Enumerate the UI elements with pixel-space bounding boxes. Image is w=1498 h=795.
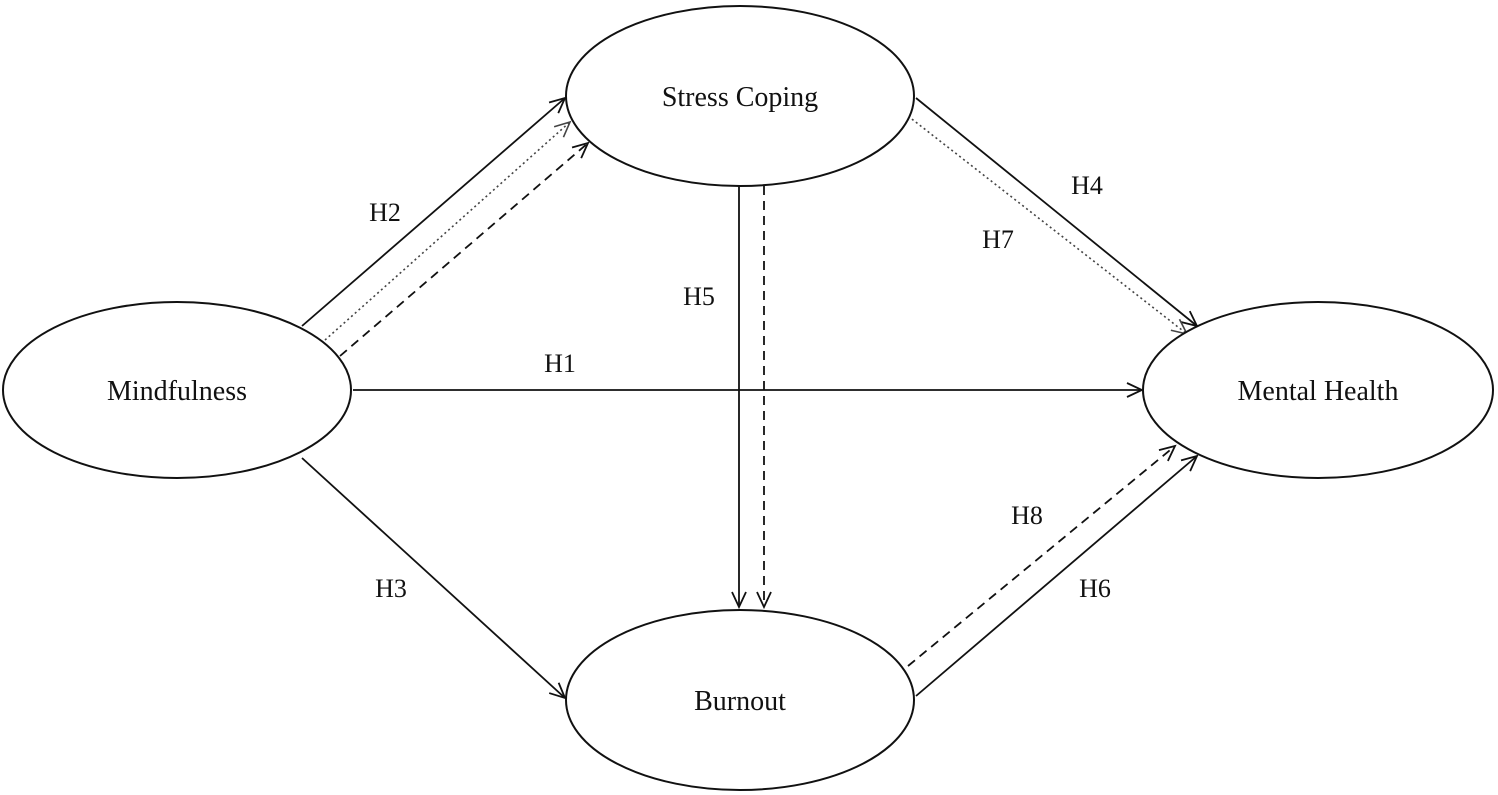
label-h7: H7 <box>982 225 1014 254</box>
node-burnout: Burnout <box>565 609 915 791</box>
edge-h2-dotted <box>324 120 572 341</box>
edge-h2-solid <box>301 96 567 327</box>
label-h1: H1 <box>544 349 576 378</box>
label-h5: H5 <box>683 282 715 311</box>
edge-h6-solid <box>915 454 1199 697</box>
node-label-burnout: Burnout <box>694 686 786 717</box>
edge-h4-solid <box>915 97 1199 328</box>
edge-h3 <box>301 457 567 700</box>
node-label-mental-health: Mental Health <box>1238 376 1399 407</box>
node-label-stress-coping: Stress Coping <box>662 82 818 113</box>
node-mindfulness: Mindfulness <box>2 301 352 479</box>
hypothesis-labels: H1 H2 H3 H4 H5 H6 H7 H8 <box>369 171 1111 603</box>
edge-h7-dotted <box>907 115 1189 336</box>
node-label-mindfulness: Mindfulness <box>107 376 247 407</box>
label-h3: H3 <box>375 574 407 603</box>
edge-h8-dashed <box>907 444 1177 667</box>
label-h2: H2 <box>369 198 401 227</box>
label-h4: H4 <box>1071 171 1103 200</box>
node-mental-health: Mental Health <box>1142 301 1494 479</box>
edges <box>301 96 1199 700</box>
label-h6: H6 <box>1079 574 1111 603</box>
node-stress-coping: Stress Coping <box>565 5 915 187</box>
edge-h2-dashed <box>339 141 590 357</box>
label-h8: H8 <box>1011 501 1043 530</box>
